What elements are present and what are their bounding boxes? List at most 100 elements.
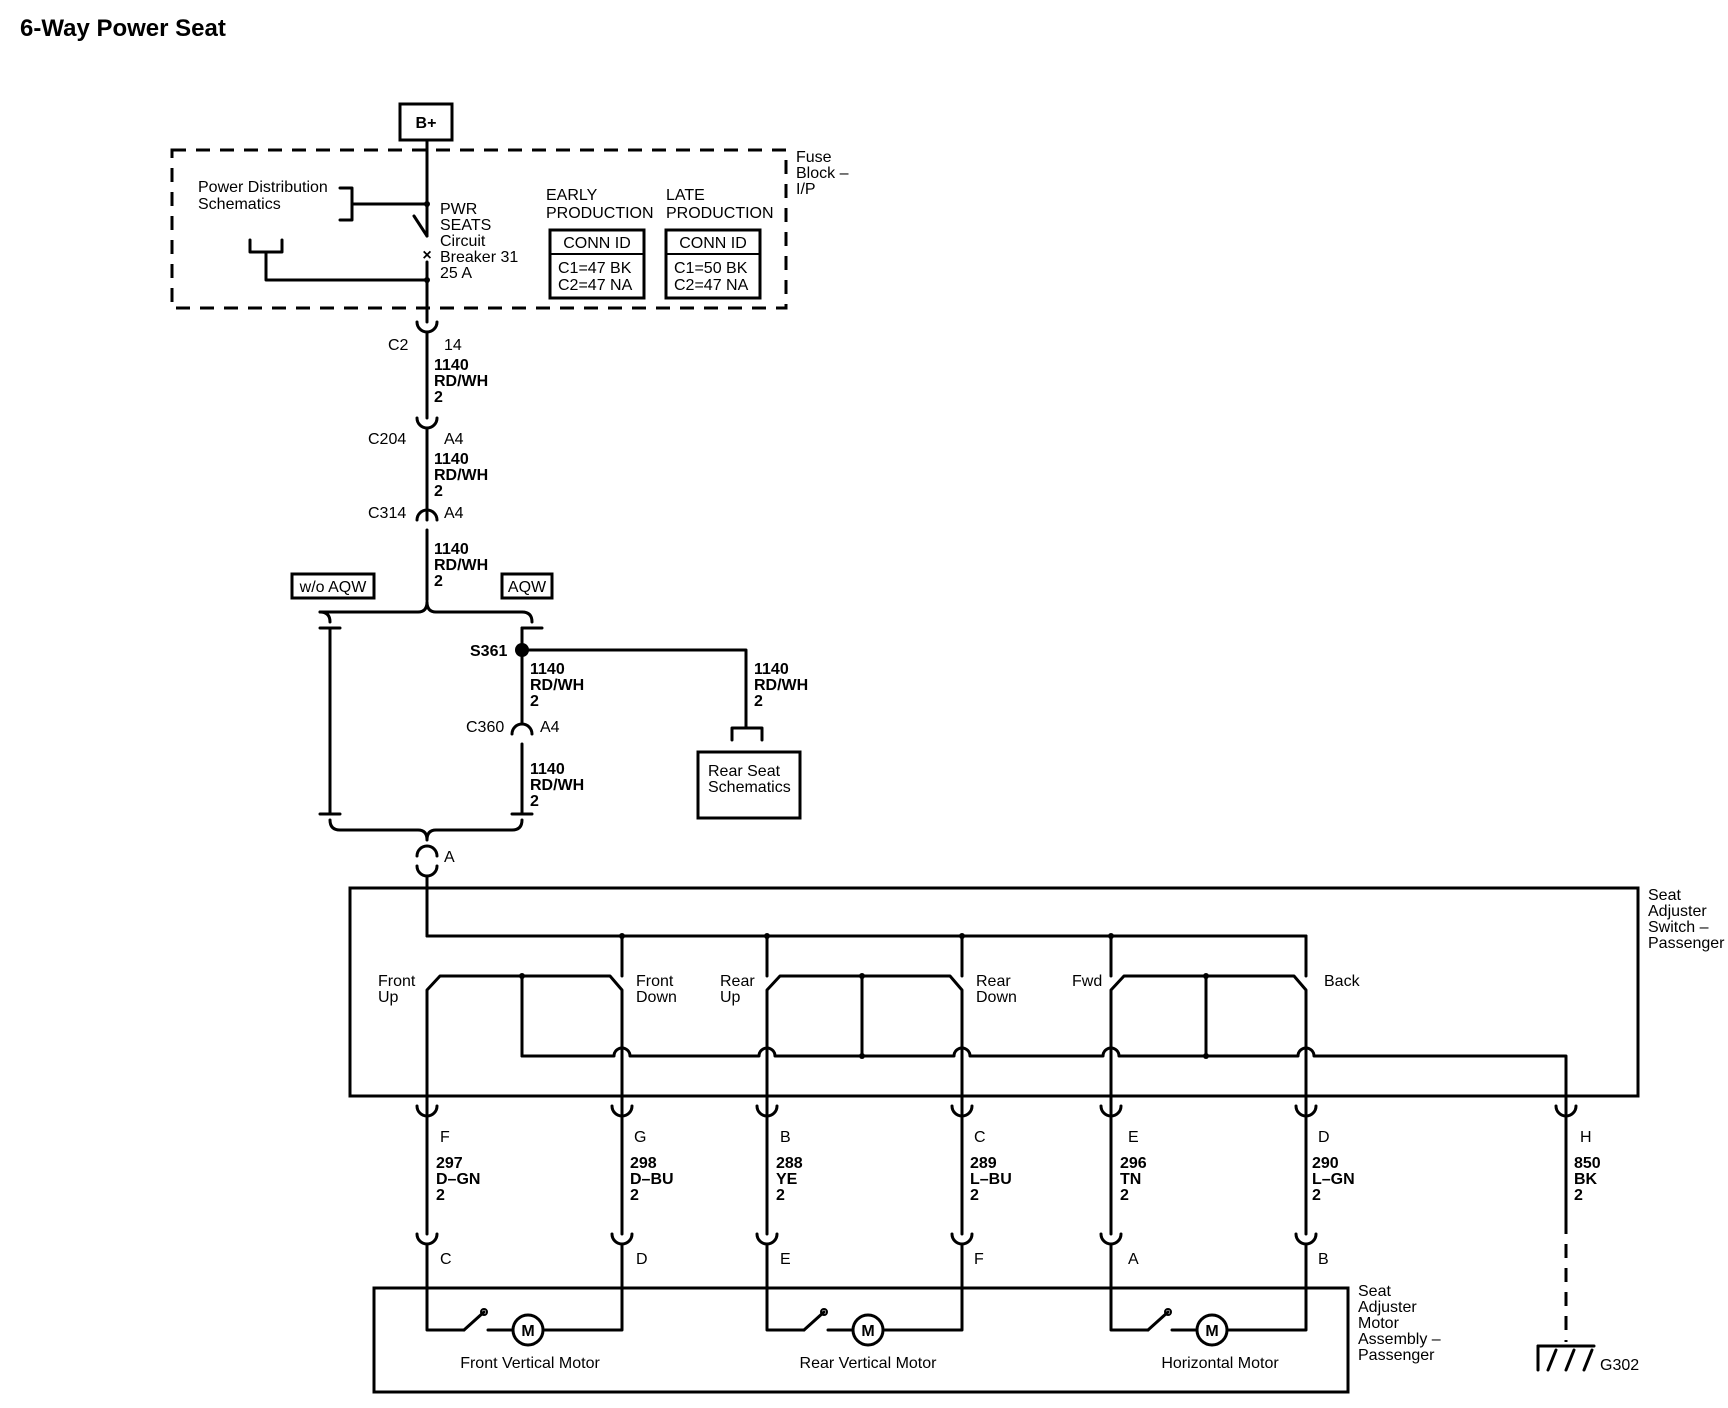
front-vertical-motor bbox=[425, 1242, 624, 1347]
switch-contacts-front bbox=[425, 973, 624, 1126]
circuit-e-motor-pin: A bbox=[1128, 1251, 1139, 1268]
horizontal-motor-symbol: M bbox=[1205, 1323, 1218, 1340]
switch-label-2: Adjuster bbox=[1648, 903, 1707, 920]
rear-seat-label-1: Rear Seat bbox=[708, 763, 781, 780]
rear-vertical-motor-label: Rear Vertical Motor bbox=[800, 1355, 938, 1372]
rear-seat-label-2: Schematics bbox=[708, 779, 791, 796]
early-conn-id-label: CONN ID bbox=[563, 235, 631, 252]
option-aqw-box bbox=[500, 572, 554, 600]
rear-seat-schematics-box bbox=[696, 750, 802, 820]
ground-ref-bracket bbox=[248, 238, 284, 254]
horizontal-motor-label: Horizontal Motor bbox=[1161, 1355, 1279, 1372]
c314-connector bbox=[415, 508, 439, 522]
label-rear-up-1: Rear bbox=[720, 973, 755, 990]
circuit-d-number: 290 bbox=[1312, 1155, 1339, 1172]
label-fwd: Fwd bbox=[1072, 973, 1102, 990]
circuit-d-switch-pin: D bbox=[1318, 1129, 1330, 1146]
circuit-g-number: 298 bbox=[630, 1155, 657, 1172]
horizontal-motor bbox=[1109, 1242, 1308, 1347]
wire-1140-d-line-3: 2 bbox=[530, 693, 539, 710]
motor-assembly-label-2: Adjuster bbox=[1358, 1299, 1417, 1316]
diagram-title: 6-Way Power Seat bbox=[20, 15, 226, 42]
wire-1140-d-line-1: 1140 bbox=[530, 661, 565, 678]
wire-1140-f-line-3: 2 bbox=[530, 793, 539, 810]
power-distribution-bracket bbox=[338, 186, 354, 222]
option-aqw-label: AQW bbox=[508, 579, 547, 596]
motor-assembly-label-1: Seat bbox=[1358, 1283, 1391, 1300]
label-front-down-1: Front bbox=[636, 973, 674, 990]
circuit-b-switch-pin: B bbox=[780, 1129, 791, 1146]
circuit-c-color: L–BU bbox=[970, 1171, 1012, 1188]
switch-label-1: Seat bbox=[1648, 887, 1681, 904]
option-without-aqw-label: w/o AQW bbox=[299, 579, 368, 596]
c204-pin-label: A4 bbox=[444, 431, 464, 448]
late-conn-id-label: CONN ID bbox=[679, 235, 747, 252]
circuit-f-motor-pin: C bbox=[440, 1251, 452, 1268]
wire-1140-c-line-2: RD/WH bbox=[434, 557, 488, 574]
wire-1140-f-line-1: 1140 bbox=[530, 761, 565, 778]
breaker-mark: × bbox=[422, 247, 431, 264]
ground-circuit-switch-pin: H bbox=[1580, 1129, 1592, 1146]
circuit-breaker-contact bbox=[412, 214, 429, 238]
rear-seat-bracket bbox=[730, 726, 764, 742]
circuit-c-number: 289 bbox=[970, 1155, 997, 1172]
label-front-down-2: Down bbox=[636, 989, 677, 1006]
circuit-d-gauge: 2 bbox=[1312, 1187, 1321, 1204]
breaker-label-1: PWR bbox=[440, 201, 477, 218]
circuit-f-297 bbox=[415, 1094, 439, 1246]
switch-contacts-horizontal bbox=[1109, 973, 1308, 1126]
power-distribution-label-1: Power Distribution bbox=[198, 179, 328, 196]
label-rear-up-2: Up bbox=[720, 989, 741, 1006]
breaker-label-2: SEATS bbox=[440, 217, 491, 234]
circuit-f-number: 297 bbox=[436, 1155, 463, 1172]
label-back: Back bbox=[1324, 973, 1361, 990]
c360-pin-label: A4 bbox=[540, 719, 560, 736]
option-without-aqw-box bbox=[290, 572, 376, 600]
breaker-label-4: Breaker 31 bbox=[440, 249, 518, 266]
breaker-junction bbox=[424, 277, 430, 283]
wire-1140-b-line-1: 1140 bbox=[434, 451, 469, 468]
fuse-block-label-2: Block – bbox=[796, 165, 849, 182]
switch-label-3: Switch – bbox=[1648, 919, 1709, 936]
circuit-e-296 bbox=[1099, 1094, 1123, 1246]
wire-1140-c-line-1: 1140 bbox=[434, 541, 469, 558]
wire-1140-d-line-2: RD/WH bbox=[530, 677, 584, 694]
option-bracket-top-left-end bbox=[318, 610, 332, 624]
switch-label-4: Passenger bbox=[1648, 935, 1725, 952]
circuit-g-color: D–BU bbox=[630, 1171, 674, 1188]
motor-assembly-label-4: Assembly – bbox=[1358, 1331, 1441, 1348]
wire-1140-e-line-2: RD/WH bbox=[754, 677, 808, 694]
wire-1140-a-line-3: 2 bbox=[434, 389, 443, 406]
ground-g302-label: G302 bbox=[1600, 1357, 1639, 1374]
label-rear-down-2: Down bbox=[976, 989, 1017, 1006]
early-production-label-1: EARLY bbox=[546, 187, 598, 204]
late-conn-id-row-2: C2=47 NA bbox=[674, 277, 749, 294]
early-conn-id-table bbox=[548, 228, 646, 300]
wire-1140-f-line-2: RD/WH bbox=[530, 777, 584, 794]
c2-connector-label: C2 bbox=[388, 337, 409, 354]
breaker-label-5: 25 A bbox=[440, 265, 472, 282]
splice-s361-label: S361 bbox=[470, 643, 507, 660]
circuit-g-gauge: 2 bbox=[630, 1187, 639, 1204]
switch-power-taps bbox=[619, 933, 1308, 978]
switch-connector-a-top bbox=[415, 844, 439, 858]
front-vertical-motor-symbol: M bbox=[521, 1323, 534, 1340]
feed-junction bbox=[424, 201, 430, 207]
ground-circuit-color: BK bbox=[1574, 1171, 1598, 1188]
circuit-g-298 bbox=[610, 1094, 634, 1246]
wire-1140-b-line-3: 2 bbox=[434, 483, 443, 500]
circuit-g-switch-pin: G bbox=[634, 1129, 646, 1146]
circuit-b-color: YE bbox=[776, 1171, 798, 1188]
late-conn-id-row-1: C1=50 BK bbox=[674, 260, 748, 277]
breaker-label-3: Circuit bbox=[440, 233, 486, 250]
switch-contacts-rear bbox=[765, 973, 964, 1126]
rear-seat-feed-wire bbox=[520, 648, 748, 730]
label-front-up-1: Front bbox=[378, 973, 416, 990]
circuit-d-color: L–GN bbox=[1312, 1171, 1355, 1188]
c314-pin-label: A4 bbox=[444, 505, 464, 522]
circuit-g-motor-pin: D bbox=[636, 1251, 648, 1268]
circuit-e-gauge: 2 bbox=[1120, 1187, 1129, 1204]
circuit-e-number: 296 bbox=[1120, 1155, 1147, 1172]
wire-1140-e-line-3: 2 bbox=[754, 693, 763, 710]
